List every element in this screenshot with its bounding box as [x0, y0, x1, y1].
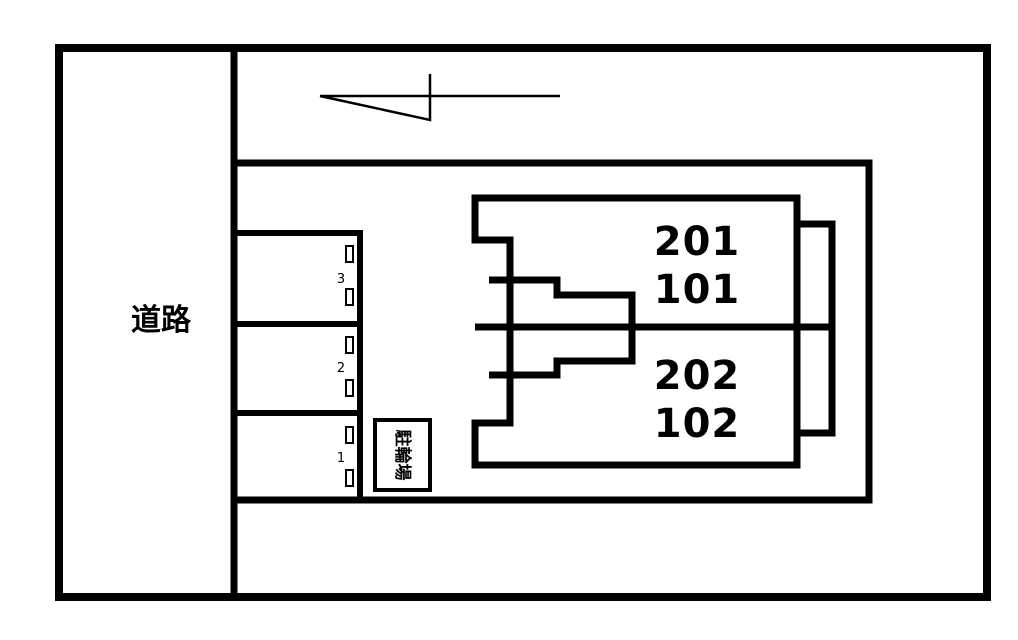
bicycle-parking-label: 駐輪場: [392, 430, 413, 481]
site-boundary: [55, 44, 991, 601]
parking-slot-number-2: 2: [337, 361, 345, 376]
parking-slot-number-1: 1: [337, 451, 345, 466]
parking-area: [234, 230, 363, 500]
bicycle-parking-box: [373, 418, 432, 492]
parking-slot-number-3: 3: [337, 272, 345, 287]
unit-label-102: 102: [654, 401, 741, 447]
unit-label-201: 201: [654, 219, 741, 265]
north-arrow-icon: [319, 74, 560, 122]
building: [471, 194, 836, 469]
unit-label-202: 202: [654, 353, 741, 399]
lot-boundary: [234, 159, 873, 504]
unit-label-101: 101: [654, 267, 741, 313]
road-label: 道路: [131, 303, 192, 338]
parking-stop-blocks: [345, 245, 354, 487]
